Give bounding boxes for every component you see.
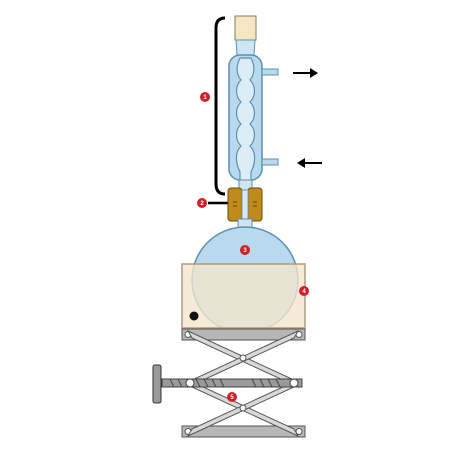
callout-1: 1 <box>200 92 210 102</box>
clip-right-jaw <box>247 187 263 222</box>
heater-control-knob <box>189 311 199 321</box>
water-outlet-nozzle <box>261 68 279 76</box>
jack-top-plate <box>181 328 306 341</box>
left-arrow <box>297 158 322 168</box>
callout-4-label: 4 <box>302 289 306 295</box>
callout-4: 4 <box>299 286 309 296</box>
condenser <box>228 15 279 191</box>
joint-clip <box>208 187 263 222</box>
callout-3-label: 3 <box>243 248 247 254</box>
jack-adjustment-knob <box>152 364 162 404</box>
callout-1-label: 1 <box>203 95 207 101</box>
right-arrow <box>293 68 318 78</box>
callout-5: 5 <box>227 392 237 402</box>
condenser-bracket <box>214 16 226 196</box>
jack-screw <box>161 378 303 388</box>
heating-mantle <box>181 263 306 329</box>
callout-2-label: 2 <box>200 201 204 207</box>
clip-left-jaw <box>227 187 243 222</box>
top-stopper <box>234 15 257 41</box>
callout-5-label: 5 <box>230 395 234 401</box>
water-inlet-nozzle <box>261 158 279 166</box>
jack-bottom-plate <box>181 425 306 438</box>
lab-jack <box>152 328 306 438</box>
callout-3: 3 <box>240 245 250 255</box>
callout-2: 2 <box>197 198 207 208</box>
